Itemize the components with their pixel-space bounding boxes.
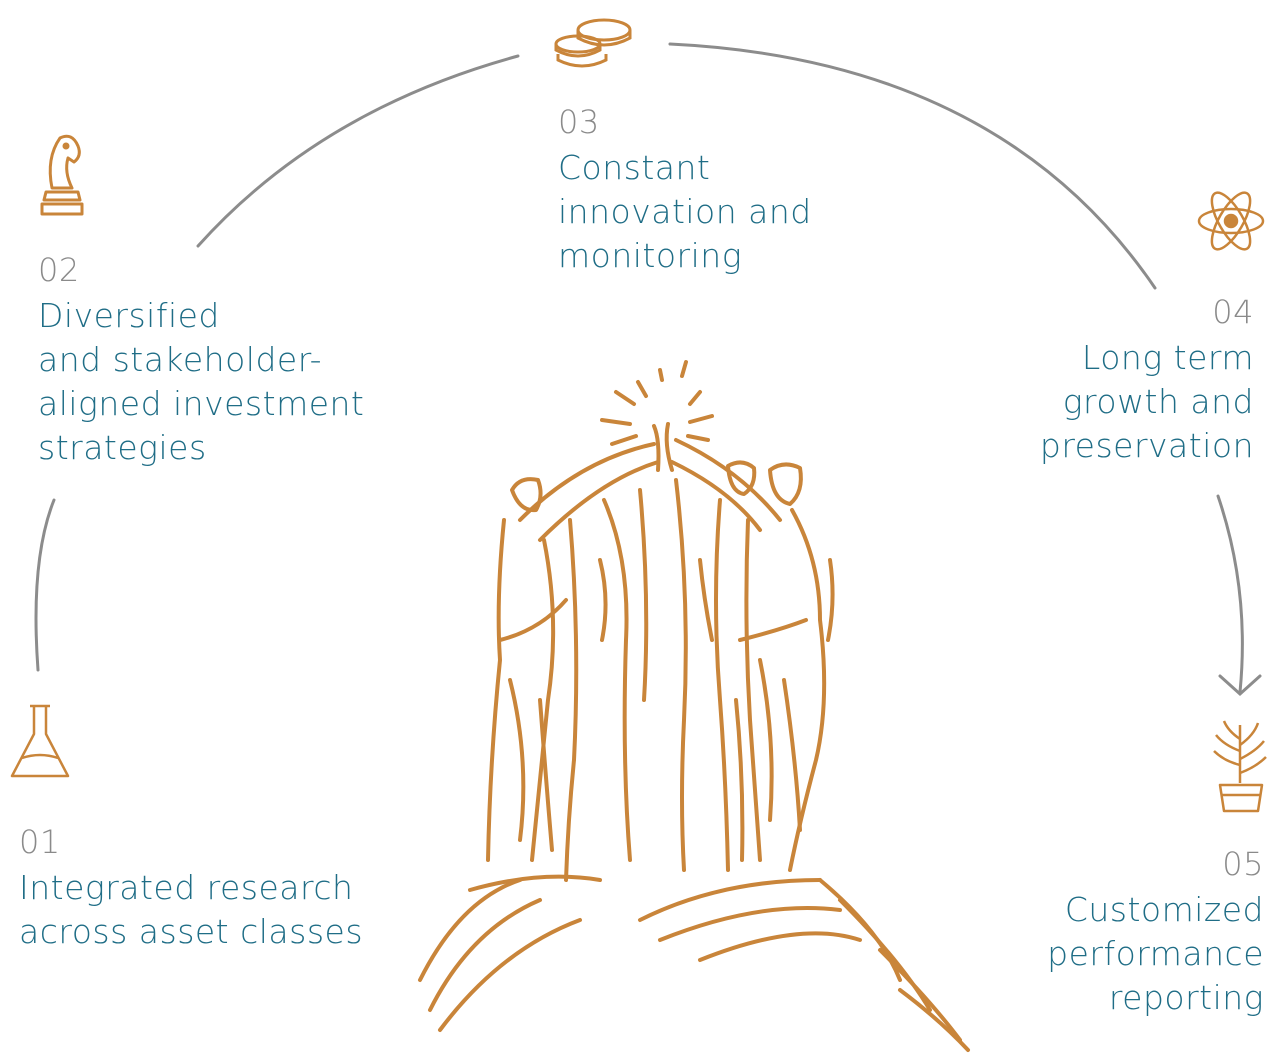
- step-04: 04 Long term growth and preservation: [950, 293, 1254, 468]
- step-label: Constant innovation and monitoring: [558, 148, 812, 276]
- step-label: Diversified and stakeholder- aligned inv…: [38, 296, 365, 468]
- arc-03-to-04: [668, 42, 1157, 290]
- step-number: 01: [19, 823, 61, 861]
- arc-01-to-02: [34, 498, 56, 672]
- step-02: 02 Diversified and stakeholder- aligned …: [38, 251, 418, 470]
- atom-icon: [1197, 191, 1265, 251]
- step-label: Integrated research across asset classes: [19, 868, 364, 952]
- step-number: 02: [38, 251, 80, 289]
- team-high-five-illustration: [418, 360, 970, 1052]
- arrow-head: [1218, 674, 1262, 697]
- step-05: 05 Customized performance reporting: [960, 845, 1264, 1020]
- arc-02-to-03: [196, 54, 520, 248]
- flask-icon: [10, 704, 70, 778]
- potted-plant-icon: [1213, 720, 1267, 813]
- step-number: 04: [1212, 293, 1254, 331]
- step-label: Long term growth and preservation: [1039, 338, 1254, 466]
- coins-icon: [554, 18, 632, 68]
- step-01: 01 Integrated research across asset clas…: [19, 823, 399, 954]
- step-label: Customized performance reporting: [1047, 890, 1264, 1018]
- arc-04-to-05: [1216, 494, 1244, 694]
- step-number: 05: [1222, 845, 1264, 883]
- step-number: 03: [558, 103, 600, 141]
- chess-knight-icon: [40, 134, 84, 216]
- step-03: 03 Constant innovation and monitoring: [558, 103, 888, 278]
